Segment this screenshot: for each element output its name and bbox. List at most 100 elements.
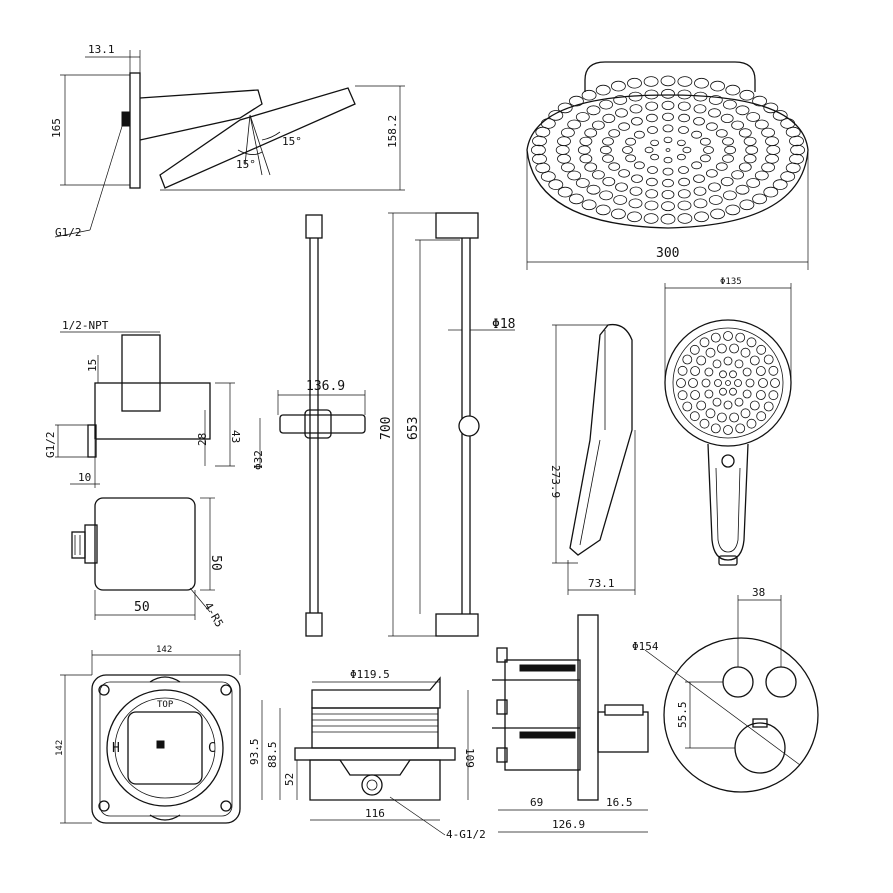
nozzle-hole: [532, 135, 547, 147]
nozzle-hole: [677, 390, 688, 401]
nozzle-hole: [763, 102, 779, 114]
nozzle-hole: [735, 105, 750, 116]
nozzle-hole: [677, 189, 691, 199]
dim-box-width: 142: [156, 645, 172, 655]
nozzle-hole: [758, 378, 768, 388]
nozzle-hole: [766, 145, 781, 155]
nozzle-hole: [710, 208, 725, 220]
nozzle-hole: [645, 189, 659, 199]
nozzle-hole: [677, 76, 693, 87]
dim-angle-a: 15°: [282, 135, 302, 148]
nozzle-hole: [699, 337, 710, 348]
nozzle-hole: [602, 137, 614, 146]
shower-head-view: [526, 61, 809, 270]
nozzle-hole: [703, 146, 714, 154]
nozzle-hole: [575, 112, 590, 122]
nozzle-hole: [602, 113, 616, 124]
nozzle-hole: [644, 200, 659, 211]
nozzle-hole: [569, 193, 584, 205]
dim-valve-dia: Φ119.5: [350, 668, 390, 681]
nozzle-hole: [710, 332, 721, 343]
nozzle-hole: [676, 378, 686, 388]
nozzle-hole: [752, 95, 767, 107]
nozzle-hole: [763, 401, 774, 412]
nozzle-hole: [696, 400, 707, 411]
nozzle-hole: [768, 365, 779, 376]
nozzle-hole: [579, 136, 593, 146]
dim-valve-52: 52: [283, 773, 296, 786]
nozzle-hole: [625, 137, 636, 146]
nozzle-hole: [780, 171, 796, 182]
dim-valve-88: 88.5: [266, 742, 279, 769]
nozzle-hole: [662, 112, 674, 122]
nozzle-hole: [720, 177, 734, 187]
nozzle-hole: [719, 387, 727, 396]
nozzle-hole: [746, 337, 757, 348]
dim-elbow-thread-side: G1/2: [44, 432, 57, 459]
nozzle-hole: [569, 95, 584, 107]
nozzle-hole: [602, 177, 616, 187]
nozzle-hole: [690, 366, 700, 376]
nozzle-hole: [763, 354, 774, 365]
nozzle-hole: [723, 356, 733, 366]
valve-plate-side-view: [492, 614, 649, 833]
dim-box-height: 142: [55, 740, 65, 756]
nozzle-hole: [611, 208, 626, 220]
nozzle-hole: [746, 178, 761, 188]
nozzle-hole: [752, 193, 767, 205]
nozzle-hole: [628, 198, 643, 209]
nozzle-hole: [712, 359, 722, 369]
dim-plate-55: 55.5: [676, 702, 689, 729]
nozzle-hole: [613, 95, 628, 105]
nozzle-hole: [785, 162, 801, 174]
nozzle-hole: [694, 211, 709, 223]
nozzle-hole: [631, 174, 643, 183]
nozzle-hole: [599, 190, 613, 201]
nozzle-hole: [535, 162, 551, 174]
nozzle-hole: [735, 332, 746, 343]
nozzle-hole: [660, 213, 676, 225]
nozzle-hole: [717, 412, 727, 423]
nozzle-hole: [690, 390, 700, 400]
nozzle-hole: [735, 184, 750, 195]
nozzle-hole: [731, 170, 744, 180]
nozzle-hole: [765, 136, 779, 147]
nozzle-hole: [715, 162, 728, 171]
nozzle-hole: [557, 186, 573, 198]
nozzle-hole: [540, 118, 556, 129]
nozzle-hole: [756, 411, 767, 422]
nozzle-hole: [661, 100, 675, 111]
nozzle-hole: [738, 162, 752, 172]
nozzle-hole: [745, 378, 755, 388]
nozzle-hole: [705, 347, 716, 358]
nozzle-hole: [581, 89, 597, 101]
nozzle-hole: [646, 113, 658, 123]
dim-hand-length: 273.9: [549, 465, 562, 498]
nozzle-hole: [722, 154, 734, 163]
nozzle-hole: [693, 186, 707, 196]
nozzle-hole: [717, 343, 727, 354]
nozzle-hole: [663, 156, 673, 164]
nozzle-hole: [599, 99, 613, 110]
nozzle-hole: [677, 101, 691, 111]
nozzle-hole: [643, 213, 659, 224]
nozzle-hole: [678, 126, 689, 134]
nozzle-hole: [634, 130, 645, 139]
nozzle-hole: [724, 145, 736, 155]
nozzle-hole: [756, 390, 766, 400]
nozzle-hole: [756, 366, 766, 376]
nozzle-hole: [557, 136, 571, 147]
nozzle-hole: [714, 379, 722, 387]
nozzle-hole: [729, 370, 737, 379]
nozzle-hole: [708, 195, 723, 205]
nozzle-hole: [725, 84, 741, 96]
nozzle-hole: [691, 161, 702, 170]
nozzle-hole: [772, 110, 788, 121]
nozzle-hole: [734, 397, 744, 407]
nozzle-hole: [643, 76, 659, 87]
nozzle-hole: [706, 122, 718, 131]
nozzle-hole: [749, 400, 760, 411]
nozzle-hole: [575, 178, 590, 188]
nozzle-hole: [704, 367, 714, 377]
nozzle-hole: [592, 120, 605, 130]
